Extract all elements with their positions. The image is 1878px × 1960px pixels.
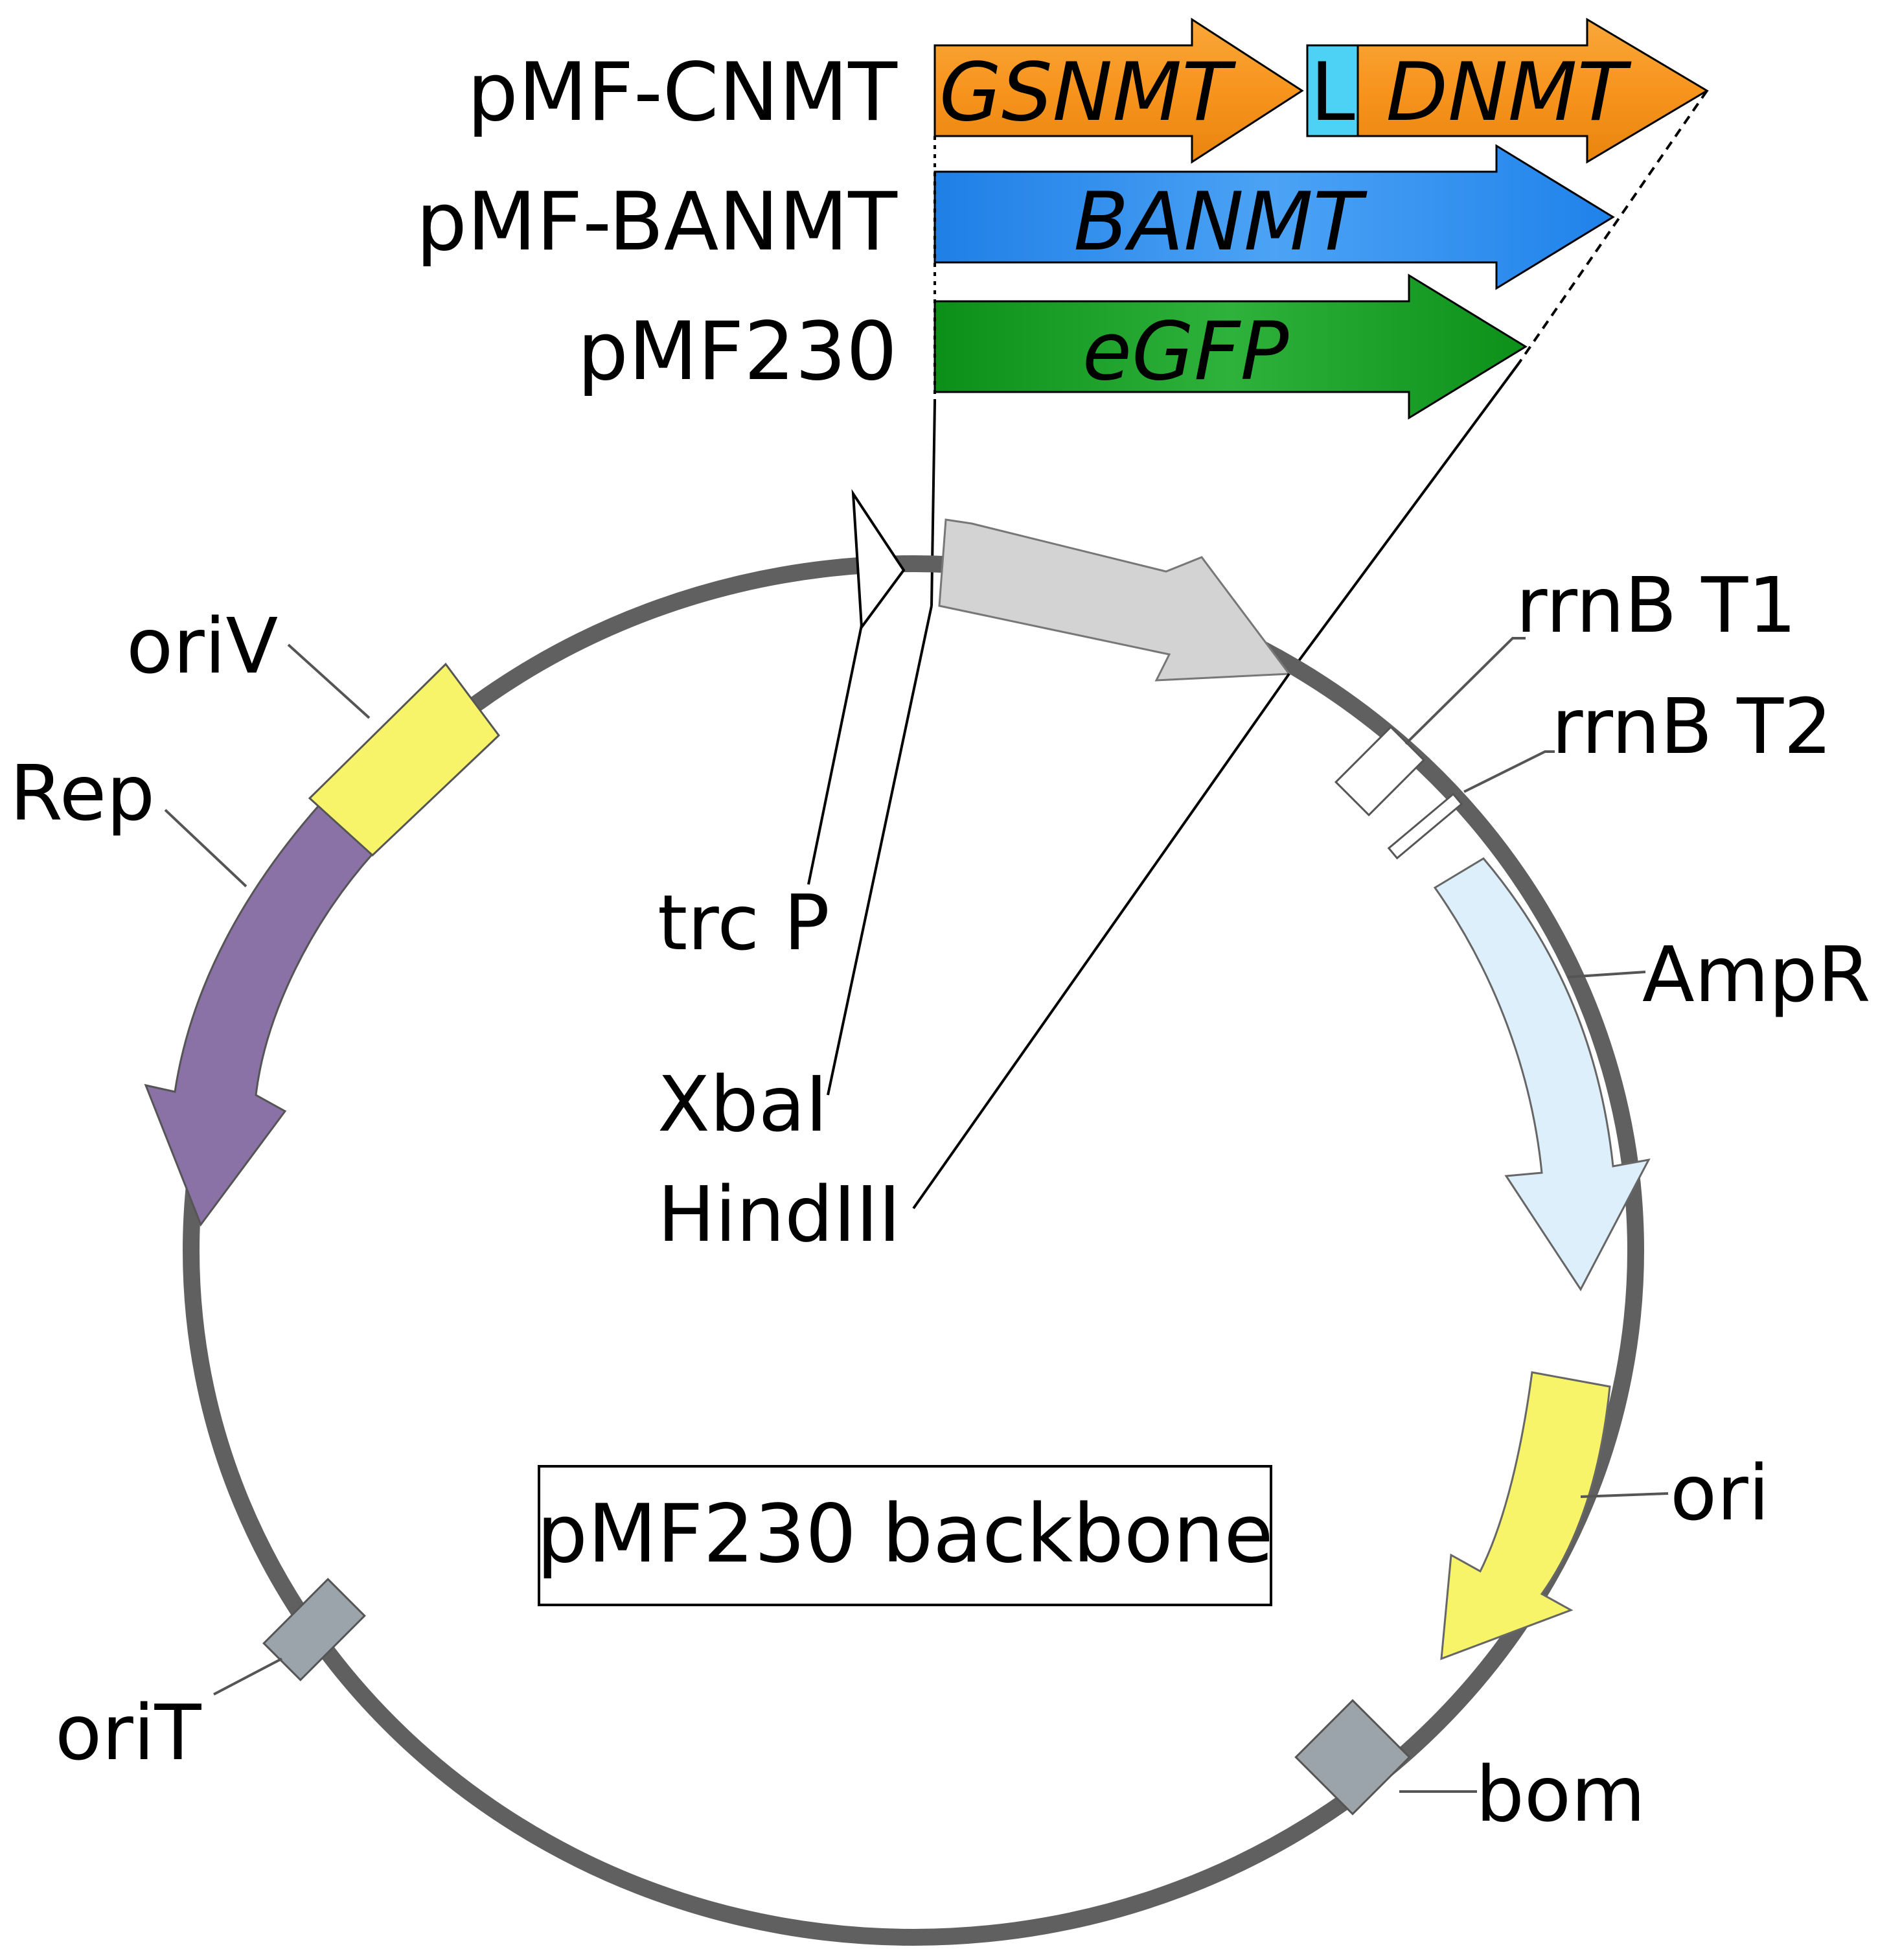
gsnmt-gene-label: GSNMT	[939, 46, 1237, 139]
dnmt-gene-label: DNMT	[1386, 46, 1632, 139]
dnmt-gene-arrow	[1357, 17, 1709, 164]
rrnb-t2-leader	[1463, 750, 1555, 793]
egfp-gene-label: eGFP	[1082, 305, 1289, 398]
xbai-label: XbaI	[658, 1059, 828, 1149]
plasmid-backbone-ring	[183, 555, 1644, 1946]
insert-right-dashed-line	[1518, 89, 1708, 364]
insert-left-solid-line	[930, 401, 936, 606]
xbai-leader	[827, 605, 933, 1096]
rep-label: Rep	[10, 748, 155, 838]
oriv-box	[308, 662, 500, 857]
banmt-gene-label: BANMT	[1073, 176, 1368, 269]
hindiii-leader	[912, 673, 1290, 1210]
insert-right-solid-line	[1288, 362, 1520, 675]
construct-label-pmf-banmt: pMF-BANMT	[416, 176, 898, 269]
rep-gene-arrow	[144, 801, 374, 1227]
banmt-gene-arrow	[933, 144, 1615, 290]
rep-leader	[164, 809, 247, 888]
backbone-label: pMF230 backbone	[536, 1488, 1273, 1581]
rrnb-t2-terminator	[1387, 792, 1463, 860]
rrnb-t1-leader	[1404, 637, 1526, 745]
gsnmt-gene-arrow	[933, 17, 1304, 164]
ori-arrow	[1440, 1371, 1611, 1661]
ori-leader	[1580, 1492, 1669, 1498]
ampr-leader	[1567, 971, 1646, 978]
oriv-leader	[287, 643, 371, 719]
hindiii-label: HindIII	[658, 1170, 901, 1259]
construct-label-pmf230: pMF230	[577, 305, 897, 398]
orit-label: oriT	[55, 1688, 201, 1777]
oriv-label: oriV	[126, 601, 278, 691]
ampr-label: AmpR	[1642, 930, 1871, 1019]
rrnb-t2-label: rrnB T2	[1552, 682, 1832, 771]
orit-box	[262, 1578, 366, 1681]
linker-l-label: L	[1310, 46, 1355, 139]
egfp-gene-arrow	[933, 273, 1528, 420]
insert-gene-arrow	[938, 518, 1291, 682]
rrnb-t1-label: rrnB T1	[1516, 560, 1796, 650]
bom-label: bom	[1476, 1749, 1645, 1839]
trc-p-leader	[807, 625, 863, 885]
trc-p-label: trc P	[658, 878, 830, 967]
bom-box	[1294, 1699, 1411, 1816]
ampr-gene-arrow	[1433, 857, 1651, 1291]
construct-label-pmf-cnmt: pMF-CNMT	[467, 46, 898, 139]
backbone-label-box	[538, 1465, 1272, 1606]
ori-label: ori	[1670, 1448, 1770, 1538]
trc-promoter-triangle	[851, 489, 906, 631]
orit-leader	[213, 1657, 282, 1696]
